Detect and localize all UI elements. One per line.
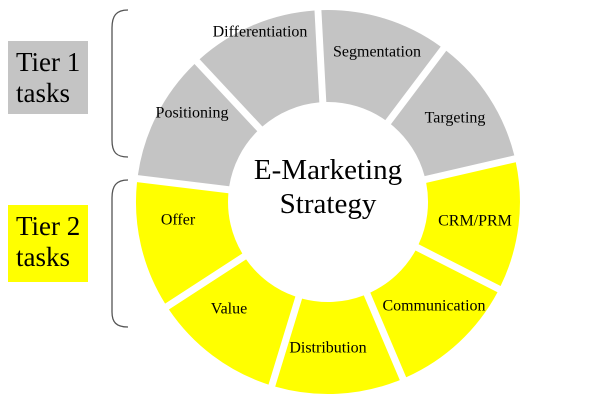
tier2-bracket bbox=[111, 179, 129, 328]
segment-communication bbox=[370, 250, 498, 378]
segment-label-crm-prm: CRM/PRM bbox=[438, 213, 512, 230]
segment-label-segmentation: Segmentation bbox=[333, 44, 421, 61]
tier2-label-box: Tier 2 tasks bbox=[8, 205, 88, 282]
segment-positioning bbox=[137, 64, 258, 187]
segment-distribution bbox=[275, 295, 400, 395]
segment-crm-prm bbox=[418, 162, 520, 286]
segment-label-targeting: Targeting bbox=[425, 110, 486, 127]
center-title-line2: Strategy bbox=[279, 188, 377, 220]
segment-value bbox=[168, 259, 296, 385]
tier2-label-line2: tasks bbox=[16, 242, 70, 272]
tier1-label-line1: Tier 1 bbox=[16, 47, 81, 77]
segment-label-communication: Communication bbox=[382, 298, 485, 315]
center-title-line1: E-Marketing bbox=[253, 154, 403, 186]
segment-segmentation bbox=[321, 9, 441, 121]
tier2-label-line1: Tier 2 bbox=[16, 211, 81, 241]
segment-label-value: Value bbox=[211, 301, 247, 318]
segment-label-positioning: Positioning bbox=[156, 105, 229, 122]
segment-targeting bbox=[390, 50, 515, 177]
segment-label-differentiation: Differentiation bbox=[213, 24, 308, 41]
segment-label-distribution: Distribution bbox=[289, 340, 366, 357]
segment-offer bbox=[135, 182, 243, 304]
wheel-segments bbox=[135, 9, 520, 395]
center-title: E-Marketing Strategy bbox=[228, 153, 428, 221]
tier1-bracket bbox=[111, 9, 129, 158]
segment-label-offer: Offer bbox=[161, 212, 196, 229]
segment-differentiation bbox=[199, 10, 320, 127]
tier1-label-box: Tier 1 tasks bbox=[8, 41, 88, 114]
tier1-label-line2: tasks bbox=[16, 78, 70, 108]
wheel-labels: DifferentiationSegmentationTargetingCRM/… bbox=[156, 24, 512, 357]
